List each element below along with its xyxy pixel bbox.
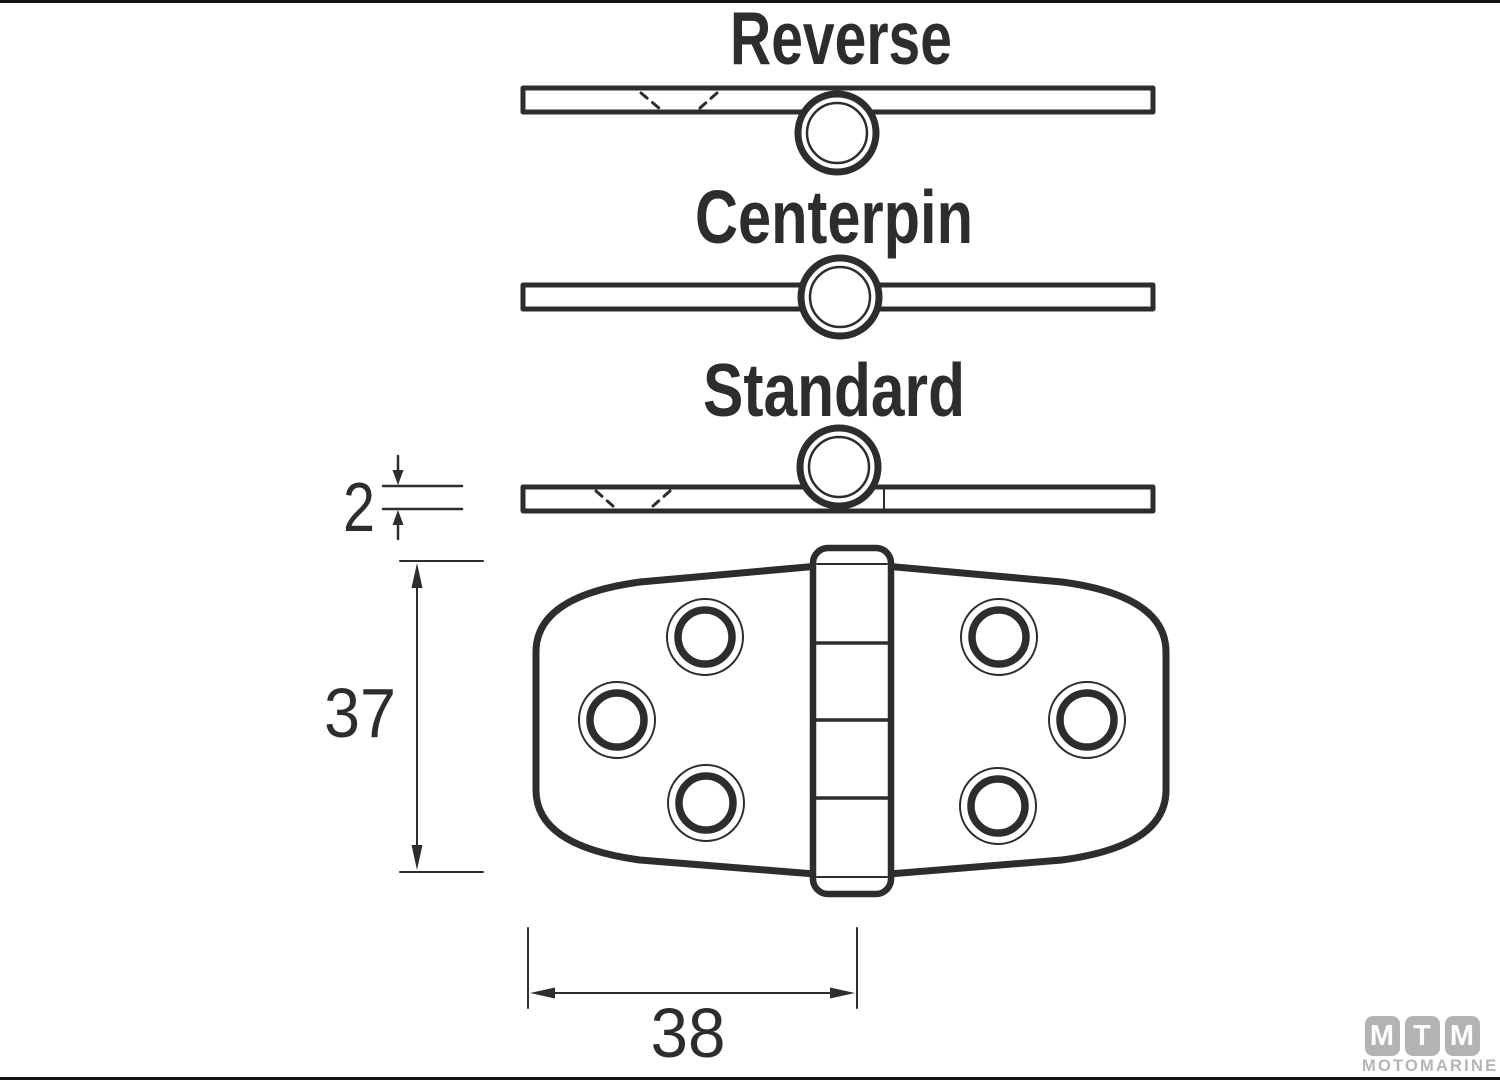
pin-barrel-reverse xyxy=(794,90,880,176)
top-view-hinge xyxy=(532,544,1170,898)
dim-arrowhead-down xyxy=(392,470,404,485)
screw-hole xyxy=(967,775,1029,837)
dimension-thickness xyxy=(381,454,464,541)
pin-barrel-inner-centerpin xyxy=(808,265,872,329)
countersink-hidden-lines-standard xyxy=(594,489,672,508)
logo-block-t: T xyxy=(1404,1016,1440,1056)
logo-subtitle: MOTOMARINE xyxy=(1362,1057,1499,1075)
dim-arrowhead-up xyxy=(411,563,423,588)
screw-holes-left-leaf xyxy=(578,598,745,842)
pin-barrel-centerpin xyxy=(797,254,883,340)
logo-block-m1: M xyxy=(1364,1016,1400,1056)
view-label-reverse: Reverse xyxy=(730,0,952,80)
side-view-centerpin: Centerpin xyxy=(520,175,1156,340)
screw-hole xyxy=(968,606,1030,668)
view-label-standard: Standard xyxy=(703,348,965,432)
pin-barrel-inner-reverse xyxy=(805,101,869,165)
dim-arrowhead-up xyxy=(392,510,404,525)
pin-barrel-standard xyxy=(796,424,882,510)
logo-blocks: M T M xyxy=(1362,1016,1482,1056)
countersink-hidden-lines-reverse xyxy=(639,91,719,110)
dimension-width-value: 38 xyxy=(651,994,726,1072)
screw-hole xyxy=(1056,689,1118,751)
screw-hole xyxy=(674,606,736,668)
dim-arrowhead-down xyxy=(411,845,423,870)
dimension-height-value: 37 xyxy=(324,674,396,752)
side-view-standard: Standard xyxy=(520,348,1156,514)
dimension-width xyxy=(527,927,858,1009)
pin-barrel-inner-standard xyxy=(807,435,871,499)
screw-holes-right-leaf xyxy=(959,598,1126,845)
letterbox-bottom xyxy=(0,1077,1500,1080)
dim-arrowhead-right xyxy=(830,987,855,999)
knuckle-division-lines xyxy=(813,563,891,878)
logo-block-m2: M xyxy=(1444,1016,1480,1056)
letterbox-top xyxy=(0,0,1500,3)
dim-arrowhead-left xyxy=(530,987,555,999)
screw-hole xyxy=(675,772,737,834)
view-label-centerpin: Centerpin xyxy=(695,175,973,259)
side-view-reverse: Reverse xyxy=(520,0,1156,176)
dimension-height xyxy=(399,560,484,873)
screw-hole xyxy=(586,689,648,751)
brand-logo: M T M MOTOMARINE xyxy=(1362,1016,1499,1076)
dimension-thickness-value: 2 xyxy=(343,468,375,546)
